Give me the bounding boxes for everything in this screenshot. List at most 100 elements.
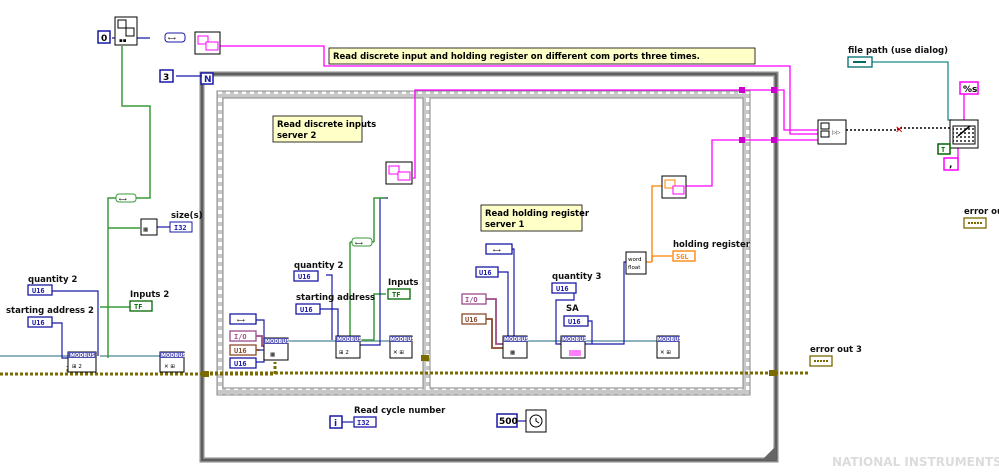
ni-watermark-logo: NATIONAL INSTRUMENTS — [832, 455, 999, 469]
svg-text:float: float — [628, 265, 641, 271]
quantity-2-inner-control[interactable]: quantity 2 U16 — [293, 261, 343, 282]
svg-text:I32: I32 — [174, 224, 187, 232]
svg-text:holding register: holding register — [673, 240, 751, 250]
true-constant[interactable]: T — [937, 143, 951, 155]
file-path-control[interactable]: file path (use dialog) — [847, 46, 948, 68]
svg-text:T: T — [941, 146, 945, 154]
svg-text:TF: TF — [392, 291, 400, 299]
svg-text:⊞ 2: ⊞ 2 — [72, 364, 82, 370]
starting-address-2-control[interactable]: starting address 2 U16 — [6, 306, 94, 328]
modbus-read-discrete-node-left[interactable]: MODBUS ⊞ 2 — [67, 351, 97, 373]
u16-constant-1a[interactable]: U16 — [229, 344, 257, 356]
modbus-close-node-left[interactable]: MODBUS ✕ ⊞ — [159, 351, 186, 373]
svg-text:MODBUS: MODBUS — [562, 337, 587, 343]
svg-text:%s: %s — [963, 85, 977, 95]
read-cycle-number-indicator: Read cycle number I32 — [353, 406, 446, 428]
quantity-2-control[interactable]: quantity 2 U16 — [27, 275, 77, 296]
svg-text:SGL: SGL — [676, 253, 689, 261]
boolean-wire — [100, 46, 386, 358]
wait-ms-constant[interactable]: 500 — [496, 413, 518, 428]
svg-text:✕ ⊞: ✕ ⊞ — [660, 350, 671, 356]
svg-text:✕ ⊞: ✕ ⊞ — [393, 350, 404, 356]
write-spreadsheet-node[interactable] — [949, 119, 979, 149]
format-string-node-frame2[interactable] — [661, 175, 687, 199]
svg-text:MODBUS: MODBUS — [504, 337, 529, 343]
io-constant-1[interactable]: I/O — [229, 330, 257, 342]
modbus-constant-1[interactable]: ⟷ — [229, 313, 257, 325]
svg-text:⟷: ⟷ — [493, 248, 501, 254]
svg-text:Read cycle number: Read cycle number — [354, 406, 446, 416]
svg-text:size(s): size(s) — [171, 211, 203, 221]
enum-node-small[interactable]: ⟷ — [115, 193, 137, 203]
svg-text:file path (use dialog): file path (use dialog) — [848, 46, 948, 56]
error-out-3-indicator: error out 3 — [809, 345, 862, 367]
starting-address-control[interactable]: starting address U16 — [295, 293, 375, 315]
format-string-node-frame1[interactable] — [385, 161, 413, 185]
loop-count-constant[interactable]: 3 — [159, 69, 174, 83]
u16-constant-2a[interactable]: U16 — [475, 266, 499, 278]
svg-text:▦: ▦ — [270, 352, 275, 358]
svg-text:MODBUS: MODBUS — [657, 337, 682, 343]
format-string-constant[interactable]: %s — [959, 81, 979, 95]
concatenate-strings-node[interactable]: ▷▷ — [817, 119, 847, 145]
svg-text:U16: U16 — [234, 360, 247, 368]
svg-text:MODBUS: MODBUS — [161, 353, 186, 359]
format-into-string-node[interactable] — [194, 31, 221, 55]
modbus-read-holding-node[interactable]: MODBUS — [560, 335, 587, 359]
frame2-comment: Read holding register server 1 — [480, 204, 590, 232]
inputs-indicator: Inputs TF — [387, 278, 418, 300]
svg-text:starting address: starting address — [296, 293, 375, 303]
svg-text:quantity 2: quantity 2 — [28, 275, 77, 285]
svg-text:,: , — [949, 160, 952, 170]
loop-iteration-terminal: i — [329, 415, 343, 429]
word-to-float-node[interactable]: word float — [625, 251, 647, 275]
svg-text:▪▪: ▪▪ — [119, 38, 127, 44]
zero-constant[interactable]: 0 — [97, 30, 111, 44]
modbus-constant-2[interactable]: ⟷ — [485, 243, 513, 255]
error-out-indicator: error out — [963, 207, 999, 229]
enum-node-frame1[interactable]: ⟷ — [351, 237, 373, 247]
modbus-close-node-2[interactable]: MODBUS ✕ ⊞ — [656, 335, 682, 359]
u16-constant-1b[interactable]: U16 — [229, 357, 257, 369]
svg-text:Inputs: Inputs — [388, 278, 418, 288]
modbus-create-node-2[interactable]: MODBUS ▦ — [502, 335, 529, 359]
io-constant-2[interactable]: I/O — [461, 293, 487, 305]
array-size-node[interactable]: ▦ — [140, 218, 158, 236]
svg-text:error out: error out — [964, 207, 999, 217]
for-loop[interactable] — [199, 71, 779, 463]
svg-text:quantity 3: quantity 3 — [552, 272, 601, 282]
svg-text:▦: ▦ — [143, 227, 148, 233]
svg-text:MODBUS: MODBUS — [265, 339, 290, 345]
quantity-3-control[interactable]: quantity 3 U16 — [551, 272, 601, 294]
svg-text:error out 3: error out 3 — [810, 345, 862, 355]
u16-constant-2b[interactable]: U16 — [461, 313, 487, 325]
array-function-node[interactable]: ▪▪ — [114, 16, 138, 46]
modbus-read-discrete-node-1[interactable]: MODBUS ⊞ 2 — [335, 335, 362, 359]
modbus-create-node-1[interactable]: MODBUS ▦ — [263, 337, 290, 361]
string-delimiter-constant[interactable]: , — [943, 157, 959, 171]
svg-text:I32: I32 — [357, 419, 370, 427]
svg-text:U16: U16 — [298, 273, 311, 281]
svg-text:U16: U16 — [234, 347, 247, 355]
size-indicator: I32 size(s) — [169, 211, 203, 233]
svg-text:Read holding register: Read holding register — [485, 209, 590, 219]
loop-count-terminal[interactable]: N — [200, 72, 214, 85]
integer-wire — [52, 37, 628, 423]
main-comment: Read discrete input and holding register… — [328, 47, 756, 65]
svg-text:server 2: server 2 — [277, 131, 316, 141]
svg-text:⊞ 2: ⊞ 2 — [339, 350, 349, 356]
svg-text:quantity 2: quantity 2 — [294, 261, 343, 271]
svg-text:starting address 2: starting address 2 — [6, 306, 94, 316]
holding-register-indicator: holding register SGL — [672, 240, 751, 262]
svg-text:TF: TF — [134, 303, 142, 311]
svg-text:U16: U16 — [465, 316, 478, 324]
svg-text:Inputs 2: Inputs 2 — [130, 290, 169, 300]
modbus-close-node-1[interactable]: MODBUS ✕ ⊞ — [389, 335, 415, 359]
path-wire — [872, 61, 952, 121]
sa-control[interactable]: SA U16 — [563, 304, 589, 327]
svg-text:▷▷: ▷▷ — [832, 130, 841, 136]
wait-function-node[interactable] — [525, 409, 547, 433]
enum-to-string-node[interactable]: ⟷ — [164, 32, 186, 43]
svg-text:U16: U16 — [568, 318, 581, 326]
